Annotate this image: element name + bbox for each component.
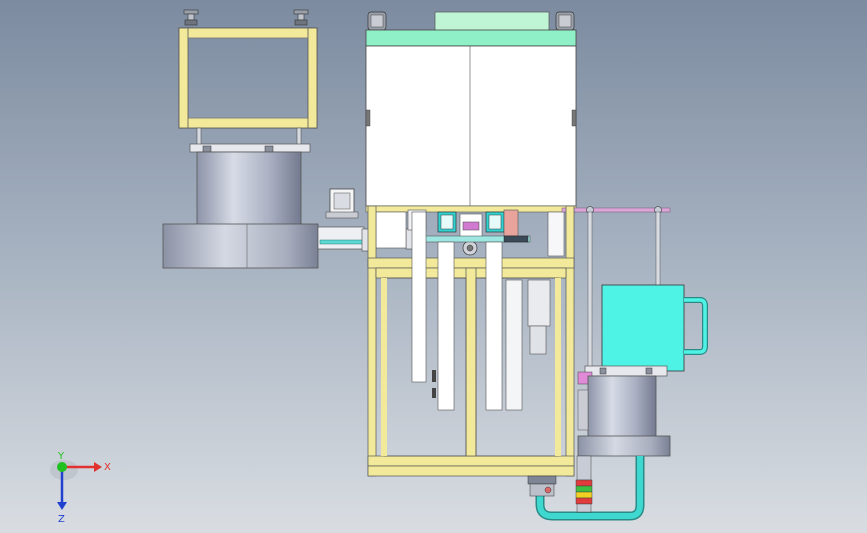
coolant-pipe[interactable]: [527, 455, 645, 521]
pipe-coupling-left: [527, 475, 557, 497]
left-hopper-frame[interactable]: [178, 9, 318, 149]
left-vibratory-bowl[interactable]: [162, 143, 319, 269]
linear-feeder-track[interactable]: [317, 188, 415, 252]
top-pulley-right: [555, 11, 575, 31]
z-axis-label: Z: [58, 514, 65, 525]
pipe-valve-fitting: [575, 455, 593, 513]
triad-graphic: X Y Z: [50, 451, 111, 525]
coordinate-triad[interactable]: X Y Z: [40, 450, 120, 525]
x-axis-arrowhead: [94, 462, 102, 472]
main-machine-upper[interactable]: [365, 11, 577, 207]
leveling-foot-right: [293, 9, 309, 26]
pressing-mechanism[interactable]: [365, 205, 577, 257]
top-pulley-left: [367, 11, 387, 31]
y-axis-label: Y: [57, 451, 65, 462]
x-axis-label: X: [104, 462, 111, 473]
guide-rod-horizontal: [561, 206, 671, 214]
y-axis-marker: [57, 462, 67, 472]
leveling-foot-left: [183, 9, 199, 26]
main-machine-frame[interactable]: [367, 205, 575, 477]
right-hopper-tank[interactable]: [601, 284, 708, 372]
z-axis-arrowhead: [57, 502, 67, 510]
right-vibratory-bowl[interactable]: [577, 365, 671, 457]
